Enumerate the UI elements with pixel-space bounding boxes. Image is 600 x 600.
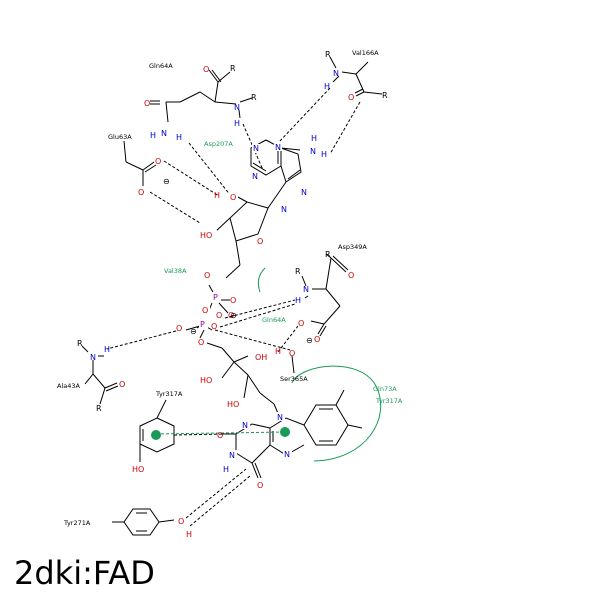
atom-opb2: O	[176, 324, 182, 333]
residue-labels: Gln64A Val166A Glu63A Asp207A Val38A Asp…	[57, 49, 403, 527]
atom-glu63-o2: O	[138, 188, 144, 197]
pi-stacking-centroid-flavin	[280, 427, 290, 437]
atom-asp349-r2: R	[295, 267, 301, 276]
atom-ser365-o: O	[289, 349, 295, 358]
atom-tyr317-oh: HO	[132, 465, 144, 474]
pi-stacking-line	[155, 431, 287, 435]
atom-gln64-r1: R	[230, 64, 236, 73]
residue-label-ala43: Ala43A	[57, 382, 81, 390]
atom-n1-flavin: N	[242, 421, 248, 430]
atom-n7b: N	[301, 188, 307, 197]
atom-asp349-od1: O	[298, 319, 304, 328]
atom-gln64-oe1: O	[144, 99, 150, 108]
atom-o4-flavin: O	[257, 481, 263, 490]
atom-n3: N	[253, 144, 259, 153]
atom-asp349-od2: O	[314, 335, 320, 344]
residue-label-val166: Val166A	[352, 49, 379, 57]
atom-pa: P	[213, 293, 218, 302]
atom-o2h: HO	[200, 231, 212, 240]
atom-gln64-h1: H	[150, 131, 156, 140]
atom-opa1: O	[230, 296, 236, 305]
atom-n7: N	[252, 172, 258, 181]
hydrophobic-arc-val38	[257, 267, 266, 293]
residue-label-tyr317-right: Tyr317A	[375, 397, 403, 405]
atom-asp349-n: N	[303, 285, 309, 294]
atom-o5: O	[204, 271, 210, 280]
residue-label-tyr317-left: Tyr317A	[155, 390, 183, 398]
atom-gln64-h: H	[234, 119, 240, 128]
atom-gln64-ne2: N	[161, 129, 167, 138]
atom-pb: P	[200, 320, 205, 329]
atom-h-ribose: H	[214, 191, 220, 200]
atom-o4: O	[257, 237, 263, 246]
atom-glu63-minus: ⊖	[163, 177, 170, 186]
atom-n10: N	[277, 413, 283, 422]
atom-n3-flavin: N	[229, 451, 235, 460]
residue-label-tyr271: Tyr271A	[63, 519, 91, 527]
atom-gln64-n: N	[234, 103, 240, 112]
atom-labels: N N N N N N H H O O HO H O P O O ⊖ O O P…	[77, 50, 388, 539]
atom-ribityl-oh2: OH	[255, 353, 267, 362]
atom-n6: N	[310, 147, 316, 156]
residue-label-gln64-top: Gln64A	[149, 62, 173, 70]
atom-asp349-r: R	[325, 250, 331, 259]
atom-glu63-o1: O	[155, 157, 161, 166]
atom-asp349-h: H	[295, 296, 301, 305]
residue-label-gln64-mid: Gln64A	[262, 316, 286, 324]
atom-h6b: H	[321, 150, 327, 159]
atom-opb1: O	[211, 322, 217, 331]
atom-n1: N	[275, 143, 281, 152]
atom-tyr271-o: O	[178, 517, 184, 526]
atom-n5: N	[284, 450, 290, 459]
atom-gln64-o: O	[203, 65, 209, 74]
residue-label-ser365: Ser365A	[280, 375, 308, 383]
atom-n9: N	[281, 205, 287, 214]
atom-val166-r1: R	[325, 50, 331, 59]
atom-val166-h: H	[324, 82, 330, 91]
residue-label-gln73: Gln73A	[373, 385, 397, 393]
residue-label-val38: Val38A	[164, 267, 187, 275]
atom-h3-flavin: H	[223, 465, 229, 474]
atom-opb-minus: ⊖	[190, 327, 197, 336]
atom-ala43-r1: R	[77, 339, 83, 348]
atom-ser365-h: H	[275, 347, 281, 356]
atom-gln64-r2: R	[251, 93, 257, 102]
atom-opa2: O	[228, 311, 234, 320]
atom-ribityl-oh3: HO	[227, 400, 239, 409]
residue-label-asp207: Asp207A	[204, 140, 233, 148]
atom-opb3: O	[198, 338, 204, 347]
residue-label-asp349: Asp349A	[338, 243, 367, 251]
atom-val166-r2: R	[382, 91, 388, 100]
atom-o3: O	[230, 193, 236, 202]
diagram-title: 2dki:FAD	[14, 554, 155, 592]
pi-stacking-centroid-tyr317	[151, 430, 161, 440]
atom-opa4: O	[216, 311, 222, 320]
atom-ribityl-oh1: HO	[200, 376, 212, 385]
atom-o2-flavin: O	[217, 431, 223, 440]
atom-gln64-h2: H	[176, 133, 182, 142]
atom-asp349-o: O	[348, 271, 354, 280]
atom-val166-n: N	[333, 69, 339, 78]
residue-label-glu63: Glu63A	[108, 133, 132, 141]
atom-opa-minus: ⊖	[230, 311, 237, 320]
atom-opa3: O	[202, 306, 208, 315]
atom-ala43-r2: R	[96, 404, 102, 413]
atom-tyr271-h: H	[186, 530, 192, 539]
atom-ala43-h: H	[104, 345, 110, 354]
atom-h6a: H	[311, 134, 317, 143]
hydrophobic-contacts	[151, 267, 382, 462]
hydrophobic-arc-gln73-tyr317	[291, 365, 382, 462]
atom-ala43-n: N	[90, 353, 96, 362]
atom-val166-o: O	[348, 93, 354, 102]
bonds	[81, 56, 383, 536]
atom-ala43-o: O	[119, 380, 125, 389]
atom-asp349-minus: ⊖	[306, 336, 313, 345]
